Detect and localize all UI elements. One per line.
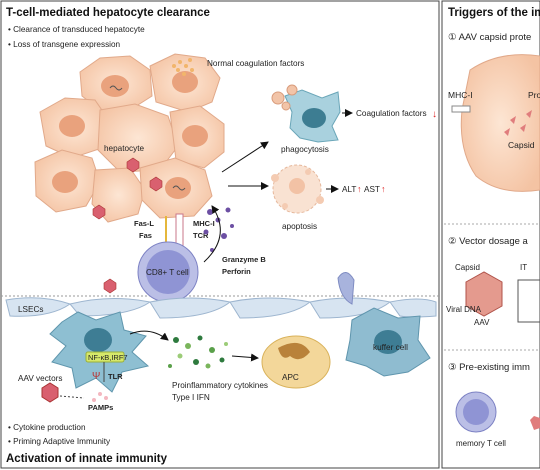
arrow-to-apc: [231, 353, 259, 362]
pamps-dots: [92, 392, 108, 402]
cd8-tcell: [137, 241, 199, 303]
phagocyte-cell: [284, 89, 341, 143]
label-cytokines: Proinflammatory cytokines: [172, 381, 268, 390]
heading-vector-dosage: ② Vector dosage a: [448, 236, 529, 247]
label-apoptosis: apoptosis: [282, 222, 317, 231]
label-alt: ALT: [342, 185, 356, 194]
title-triggers: Triggers of the im: [448, 7, 540, 19]
bullet-priming: • Priming Adaptive Immunity: [8, 437, 111, 446]
coagulation-dots: [172, 58, 194, 76]
label-capsid-right: Capsid: [508, 140, 535, 150]
lsec-layer: [5, 297, 437, 319]
right-hepatocyte: [460, 54, 540, 192]
label-mhc: MHC-I: [193, 219, 215, 228]
title-innate-immunity: Activation of innate immunity: [6, 453, 168, 465]
label-fas: Fas: [139, 231, 152, 240]
label-viral-dna: Viral DNA: [446, 305, 482, 314]
itr-box: [517, 279, 540, 323]
tlr-signal-icon: Ψ: [92, 371, 100, 382]
bullet-loss-transgene: • Loss of transgene expression: [8, 40, 121, 49]
label-cd8-tcell: CD8+ T cell: [146, 268, 189, 277]
aav-capsid-icons: [92, 157, 163, 294]
kupffer-cell: [337, 272, 431, 377]
label-tcr: TCR: [193, 231, 209, 240]
innate-immune-cell: [49, 311, 150, 393]
label-aav-right: AAV: [474, 318, 490, 327]
label-capsid-dosage: Capsid: [455, 263, 480, 272]
label-tlr: TLR: [108, 372, 123, 381]
down-arrow-icon: ↓: [432, 109, 437, 120]
label-kupffer: kuffer cell: [373, 343, 408, 352]
cytokine-dots: [168, 335, 228, 369]
antibody-icon: [530, 416, 540, 430]
label-lsecs: LSECs: [18, 305, 43, 314]
label-aav-vectors: AAV vectors: [18, 374, 62, 383]
label-memory-tcell: memory T cell: [456, 439, 506, 448]
label-ast: AST: [364, 185, 380, 194]
label-itr: IT: [520, 263, 527, 272]
arrow-to-phagocyte: [221, 141, 269, 173]
bullet-clearance: • Clearance of transduced hepatocyte: [8, 25, 145, 34]
hepatocyte-cluster: [34, 53, 225, 223]
label-granzyme: Granzyme B: [222, 255, 266, 264]
label-apc: APC: [282, 373, 299, 382]
label-phagocytosis: phagocytosis: [281, 145, 329, 154]
heading-preexisting: ③ Pre-existing imm: [448, 362, 530, 373]
memory-tcell: [455, 391, 497, 433]
label-coagulation-factors: Coagulation factors: [356, 109, 427, 118]
label-pro: Pro: [528, 90, 540, 100]
apc-cell: [261, 335, 331, 389]
label-perforin: Perforin: [222, 267, 251, 276]
apoptotic-cell: [271, 164, 324, 214]
label-fasl: Fas-L: [134, 219, 154, 228]
label-normal-coagulation: Normal coagulation factors: [207, 59, 304, 68]
label-pamps: PAMPs: [88, 403, 113, 412]
label-nfkb: NF-κB,IRF7: [88, 353, 128, 362]
dash-aav-pamps: [59, 395, 85, 399]
bullet-cytokine-production: • Cytokine production: [8, 423, 86, 432]
label-hepatocyte: hepatocyte: [104, 144, 145, 153]
aav-vector-icon: [41, 382, 59, 403]
arrow-granzyme: [203, 205, 221, 263]
coagulation-debris: [271, 84, 298, 111]
arrow-to-cytokines: [129, 330, 169, 341]
aav-particle-icon: [465, 271, 503, 317]
label-ifn: Type I IFN: [172, 393, 210, 402]
heading-aav-capsid: ① AAV capsid prote: [448, 32, 531, 43]
up-arrow-icon-2: ↑: [381, 184, 386, 194]
title-tcell-clearance: T-cell-mediated hepatocyte clearance: [6, 7, 210, 19]
mhc-icon: [451, 105, 471, 113]
up-arrow-icon: ↑: [357, 184, 362, 194]
label-mhc-right: MHC-I: [448, 90, 473, 100]
